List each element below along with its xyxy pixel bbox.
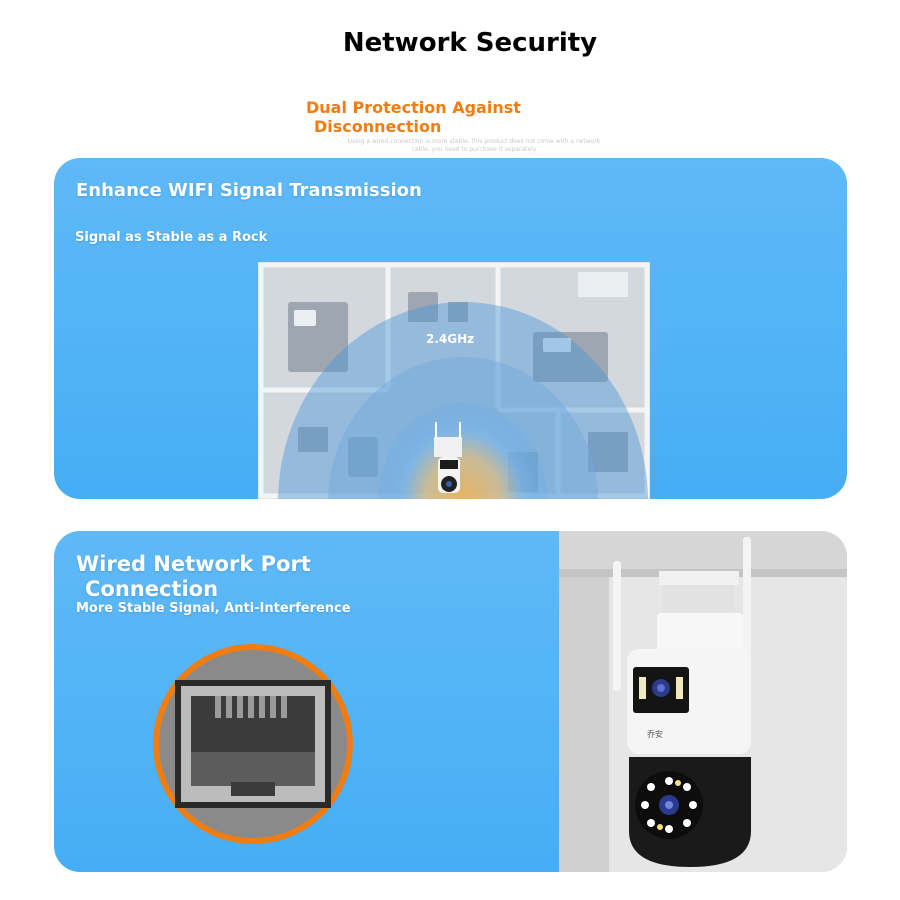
signal-wave-outer	[278, 302, 648, 499]
camera-product-photo: 乔安	[559, 531, 847, 872]
wired-panel-heading: Wired Network Port Connection	[76, 552, 311, 602]
signal-wave-inner	[378, 402, 548, 499]
floorplan-illustration	[258, 262, 650, 499]
wifi-panel-subheading: Signal as Stable as a Rock	[75, 230, 268, 245]
camera-brand-label: 乔安	[647, 729, 663, 739]
disclaimer-note: Using a wired connection is more stable,…	[347, 138, 601, 153]
ethernet-port-icon	[153, 644, 353, 844]
sub-title: Dual Protection Against Disconnection	[306, 98, 521, 136]
wired-heading-line2: Connection	[85, 577, 219, 601]
wifi-panel: Enhance WIFI Signal Transmission Signal …	[54, 158, 847, 499]
wifi-panel-heading: Enhance WIFI Signal Transmission	[76, 180, 422, 201]
signal-frequency-label: 2.4GHz	[426, 332, 475, 346]
wired-heading-line1: Wired Network Port	[76, 552, 311, 576]
sub-title-line2: Disconnection	[314, 117, 442, 136]
page-title: Network Security	[342, 28, 598, 58]
sub-title-line1: Dual Protection Against	[306, 98, 521, 117]
wired-panel: Wired Network Port Connection More Stabl…	[54, 531, 847, 872]
camera-small-icon	[434, 422, 462, 493]
wired-panel-subheading: More Stable Signal, Anti-Interference	[76, 601, 351, 616]
